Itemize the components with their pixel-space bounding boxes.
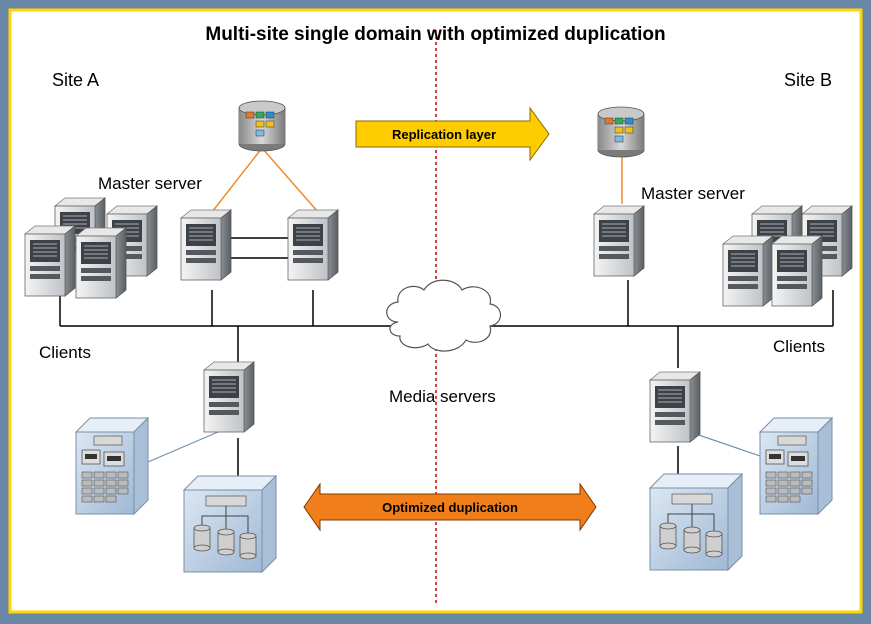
site-b-label: Site B bbox=[784, 70, 833, 90]
media-server-icon bbox=[649, 371, 701, 443]
client-server-icon bbox=[722, 235, 774, 307]
database-icon-site-a bbox=[238, 100, 286, 152]
disk-storage-icon bbox=[183, 475, 277, 573]
clients-label-site-a: Clients bbox=[39, 343, 91, 362]
network-lines bbox=[59, 237, 834, 496]
media-servers-label: Media servers bbox=[389, 387, 496, 406]
diagram-title: Multi-site single domain with optimized … bbox=[205, 24, 666, 45]
client-server-icon bbox=[771, 235, 823, 307]
master-server-icon bbox=[180, 209, 232, 281]
client-server-icon bbox=[24, 225, 76, 297]
master-server-label-site-b: Master server bbox=[641, 184, 745, 203]
client-server-icon bbox=[75, 227, 127, 299]
network-cloud-icon bbox=[386, 279, 502, 352]
disk-storage-icon bbox=[649, 473, 743, 571]
tape-storage-icon bbox=[75, 417, 149, 515]
duplication-arrow-label: Optimized duplication bbox=[382, 500, 518, 515]
tape-storage-icon bbox=[759, 417, 833, 515]
master-db-links bbox=[211, 147, 623, 213]
master-server-icon bbox=[287, 209, 339, 281]
media-server-icon bbox=[203, 361, 255, 433]
replication-arrow-label: Replication layer bbox=[392, 127, 496, 142]
master-server-label-site-a: Master server bbox=[98, 174, 202, 193]
clients-label-site-b: Clients bbox=[773, 337, 825, 356]
master-server-icon bbox=[593, 205, 645, 277]
database-icon-site-b bbox=[597, 106, 645, 158]
replication-arrow bbox=[355, 106, 550, 162]
site-a-label: Site A bbox=[52, 70, 100, 90]
duplication-arrow bbox=[303, 482, 597, 532]
